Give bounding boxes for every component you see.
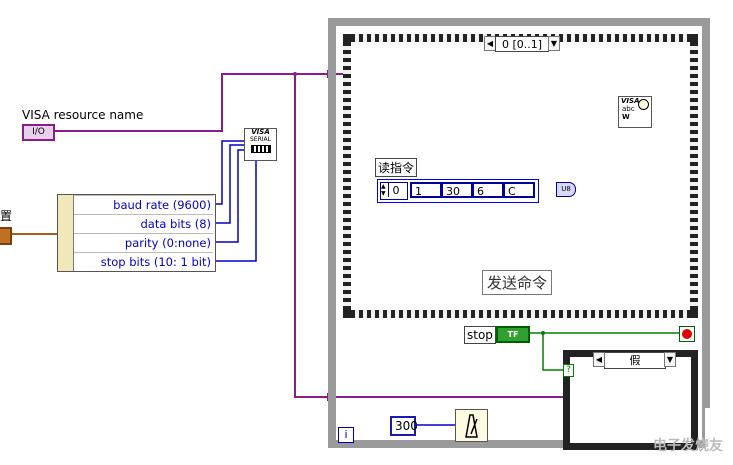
stop-terminal[interactable]: TF (496, 326, 530, 343)
visa-write-icon[interactable]: VISA abc W (618, 96, 652, 128)
case-decrement-arrow[interactable]: ◀ (593, 352, 605, 367)
visa-write-title: VISA (621, 97, 640, 105)
visa-write-w: W (622, 113, 630, 121)
visa-write-abc: abc (622, 105, 635, 113)
iteration-text: i (344, 428, 348, 441)
visa-resource-label: VISA resource name (22, 108, 144, 122)
param-stop-bits[interactable]: stop bits (10: 1 bit) (74, 252, 213, 270)
param-baud-rate[interactable]: baud rate (9600) (74, 195, 213, 213)
seq-film-bottom (351, 310, 690, 318)
wait-ms-value: 300 (395, 419, 418, 433)
index-stepper-icon[interactable]: ▲▼ (381, 183, 389, 197)
type-convert-u8-icon[interactable]: U8 (556, 182, 576, 197)
numeric-wires (214, 140, 455, 426)
config-label: 配置 (0, 209, 13, 223)
wire-junction (293, 72, 297, 76)
bundle-by-name-node[interactable]: baud rate (9600) data bits (8) parity (0… (57, 194, 216, 272)
sequence-selector-text: 0 [0..1] (501, 38, 543, 51)
visa-resource-terminal[interactable]: I/O (22, 124, 55, 141)
sequence-selector-arrow-icon[interactable]: ▼ (548, 36, 560, 51)
case-selector-arrow-icon[interactable]: ▼ (664, 352, 676, 367)
config-terminal[interactable] (0, 227, 12, 245)
visa-serial-sub: SERIAL (250, 136, 271, 143)
case-question: ? (566, 365, 571, 375)
loop-right-edge-mask (705, 408, 715, 450)
case-selector-text: 假 (629, 354, 641, 367)
array-index-value: 0 (392, 184, 400, 197)
while-loop-frame[interactable] (328, 18, 710, 448)
bundle-input-strip (58, 195, 74, 271)
metronome-glyph (465, 414, 478, 438)
case-selector-terminal[interactable]: ? (563, 364, 574, 377)
array-index[interactable]: ▲▼ 0 (380, 182, 408, 200)
io-text: I/O (32, 127, 45, 137)
iteration-terminal[interactable]: i (338, 427, 354, 443)
array-element-2[interactable]: 6 (472, 182, 504, 198)
frame-caption: 发送命令 (482, 270, 553, 295)
clock-glyph (638, 99, 649, 110)
bool-junction (541, 331, 545, 335)
convert-text: U8 (561, 185, 571, 193)
array-element-3[interactable]: C (503, 182, 535, 198)
stop-dot (682, 329, 692, 339)
visa-serial-title: VISA (251, 128, 270, 136)
seq-film-right (690, 42, 698, 310)
watermark: 电子发烧友 (653, 438, 723, 454)
sequence-selector[interactable]: 0 [0..1] (495, 36, 549, 52)
array-element-1[interactable]: 30 (441, 182, 473, 198)
wait-ms-constant[interactable]: 300 (390, 416, 418, 436)
wait-ms-icon[interactable] (455, 409, 488, 442)
command-array[interactable]: ▲▼ 0 1 30 6 C (377, 179, 539, 203)
case-selector[interactable]: 假 (604, 352, 666, 369)
param-parity[interactable]: parity (0:none) (74, 233, 213, 251)
stop-terminal-text: TF (507, 330, 519, 339)
stop-label: stop (464, 326, 496, 344)
visa-serial-icon[interactable]: VISA SERIAL (244, 128, 277, 161)
array-label: 读指令 (375, 158, 418, 177)
stop-indicator-icon[interactable] (679, 326, 695, 342)
param-data-bits[interactable]: data bits (8) (74, 214, 213, 232)
seq-film-left (343, 42, 351, 310)
serial-port-glyph (250, 145, 271, 153)
array-element-0[interactable]: 1 (410, 182, 442, 198)
